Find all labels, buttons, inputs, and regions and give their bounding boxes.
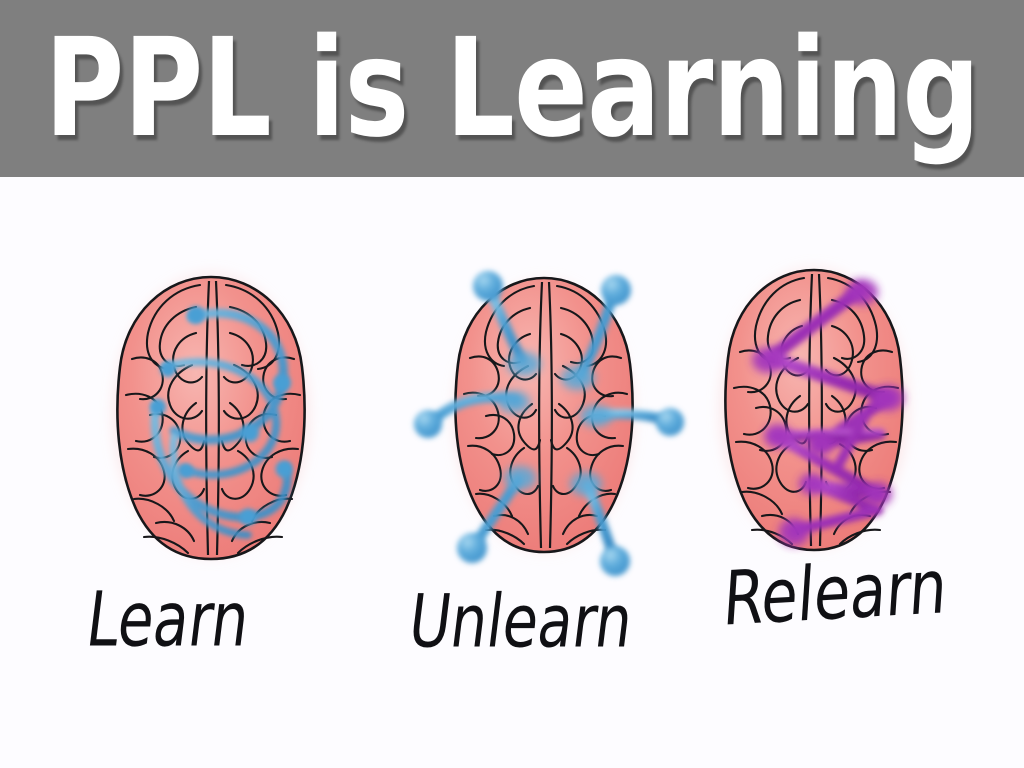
purple-nodes [752, 279, 904, 546]
figure-learn [96, 255, 346, 575]
brain-top-view-icon [107, 267, 315, 563]
caption-learn: Learn [81, 574, 255, 664]
pin-heads [414, 271, 684, 576]
brain-top-view-icon [414, 271, 684, 576]
caption-unlearn: Unlearn [404, 577, 638, 665]
brain-top-view-icon [714, 262, 914, 554]
page-title: PPL is Learning [44, 9, 981, 168]
title-banner: PPL is Learning [0, 0, 1024, 177]
purple-rewire-paths [752, 279, 904, 546]
figure-unlearn [398, 248, 690, 588]
blue-connection-loops [150, 306, 293, 539]
figure-relearn [692, 248, 946, 568]
caption-relearn: Relearn [720, 542, 950, 643]
blue-disconnect-pins [414, 271, 684, 576]
